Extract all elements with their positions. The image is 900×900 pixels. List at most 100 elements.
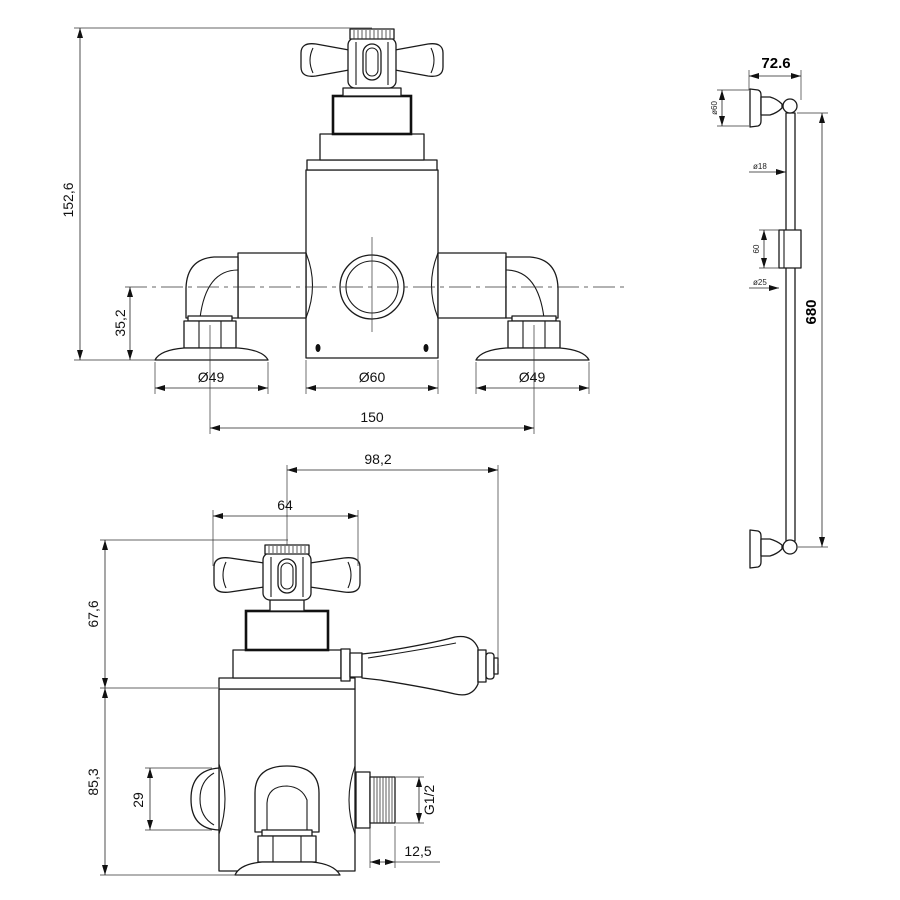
right-inlet-pipe (437, 252, 507, 319)
front-handle-indicator-inner (365, 47, 379, 77)
left-inlet-elbow (185, 256, 239, 319)
inlet-centres-ext (209, 325, 535, 434)
slider-diameter-label: ø25 (753, 278, 767, 287)
flow-lever (340, 635, 499, 696)
bottom-outlet-rosette (234, 861, 341, 876)
centre-height-label: 35,2 (112, 309, 128, 336)
lever-end-knob (485, 652, 495, 680)
bottom-outlet-nut-faces (272, 836, 302, 862)
lever-projection-label: 98,2 (364, 451, 391, 467)
top-bracket-flange (749, 88, 762, 128)
side-handle-indicator (277, 558, 297, 594)
height-ext (100, 539, 288, 876)
bracket-diameter-label: ø60 (710, 101, 719, 115)
left-inlet-pipe (237, 252, 307, 319)
front-bonnet-ring (319, 133, 425, 161)
side-bonnet-ring (232, 649, 342, 679)
rail-length-label: 680 (803, 299, 820, 324)
projection-label: 72.6 (761, 55, 790, 72)
left-inlet-nut-faces (198, 321, 222, 348)
side-handle-indicator-inner (280, 562, 294, 590)
lever-grip (361, 635, 479, 696)
side-handle-arm-right (309, 557, 361, 593)
side-outlet-height-ext (145, 767, 212, 831)
right-inlet-nut-faces (522, 321, 546, 348)
right-inlet-junction (431, 252, 439, 319)
body-diameter-label: Ø60 (359, 369, 386, 385)
side-stem-collar (269, 599, 305, 612)
front-body-top-plate (306, 159, 438, 171)
side-dimensions: 98,2 64 67,6 85,3 29 G1/2 12,5 (85, 451, 499, 876)
front-bonnet (331, 94, 413, 136)
lever-end-tip (493, 657, 499, 675)
side-bonnet (244, 609, 330, 652)
bottom-bracket-ball (782, 539, 798, 555)
right-rosette-label: Ø49 (519, 369, 546, 385)
front-handle-cap (349, 28, 395, 40)
threaded-outlet (355, 771, 396, 829)
bottom-outlet-elbow (266, 785, 308, 832)
rail-slider (778, 229, 802, 269)
bottom-outlet-nut (257, 835, 317, 863)
lever-grip-highlight (367, 642, 457, 659)
left-rosette-label: Ø49 (198, 369, 225, 385)
right-inlet-elbow (505, 256, 559, 319)
front-handle-indicator (362, 43, 382, 81)
side-handle-hub-edges (270, 557, 304, 597)
slider-height-ext (759, 229, 779, 269)
front-right-inlet (431, 252, 590, 361)
front-handle-arm-left (300, 43, 350, 77)
side-handle-arm-left (213, 557, 265, 593)
front-handle-arm-right-detail (430, 47, 435, 74)
lever-collar (340, 648, 351, 682)
top-bracket-arm (760, 96, 783, 116)
lever-projection-ext (286, 465, 499, 664)
slide-rail (749, 88, 802, 569)
side-body-right-indent (348, 765, 356, 835)
threaded-outlet-thread-lines (373, 777, 393, 823)
slide-rail-dimensions: 72.6 ø60 ø18 60 ø25 680 (710, 55, 828, 548)
front-handle-cap-knurl (353, 30, 391, 39)
side-handle-arm-right-detail (347, 561, 352, 589)
front-left-inlet (154, 252, 313, 361)
front-handle-arm-left-detail (309, 47, 314, 74)
left-inlet-junction (305, 252, 313, 319)
side-view: 98,2 64 67,6 85,3 29 G1/2 12,5 (85, 451, 499, 876)
side-handle-cap-knurl (268, 546, 306, 553)
rail-diameter-label: ø18 (753, 162, 767, 171)
side-body-left-indent (218, 763, 226, 835)
bottom-outlet-nut-collar (261, 829, 313, 837)
thread-size-label: G1/2 (421, 785, 437, 816)
bottom-outlet-housing (254, 765, 320, 833)
lower-height-label: 85,3 (85, 768, 101, 795)
slide-rail-view: 72.6 ø60 ø18 60 ø25 680 (710, 55, 828, 569)
side-outlet-dome-detail (199, 772, 215, 826)
right-inlet-nut-collar (511, 315, 557, 322)
side-handle-cap (264, 544, 310, 555)
rail-bar (785, 112, 796, 542)
side-body-top-plate (218, 677, 356, 690)
bottom-bracket-arm (760, 538, 783, 557)
side-outlet-cap (190, 767, 220, 831)
front-cross-handle (300, 28, 444, 89)
front-view: 152,6 35,2 Ø49 Ø60 Ø49 150 (60, 27, 625, 434)
left-inlet-elbow-curve (199, 269, 239, 319)
right-inlet-rosette (475, 347, 590, 361)
bottom-bracket-flange (749, 529, 762, 569)
right-inlet-elbow-curve (505, 269, 545, 319)
side-outlet-height-label: 29 (130, 792, 146, 808)
front-handle-hub-edges (355, 42, 389, 85)
slider-height-label: 60 (752, 244, 761, 253)
thread-size-ext (396, 776, 424, 824)
left-inlet-nut-collar (187, 315, 233, 322)
left-inlet-rosette (154, 347, 269, 361)
front-handle-arm-right (394, 43, 444, 77)
side-outlet-dome (190, 767, 220, 831)
front-stem-collar (342, 87, 402, 97)
inlet-centres-label: 150 (360, 409, 384, 425)
side-handle-arm-left-detail (222, 561, 227, 589)
lever-collar-step (349, 652, 363, 678)
bottom-outlet (234, 765, 341, 876)
handle-span-ext (212, 510, 359, 566)
